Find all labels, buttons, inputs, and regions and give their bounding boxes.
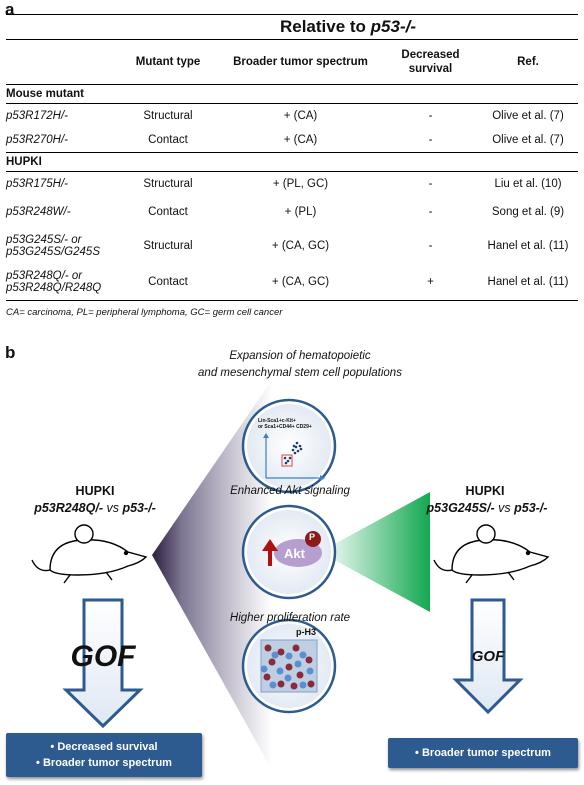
col-broader: Broader tumor spectrum xyxy=(233,56,368,68)
up-arrow-icon xyxy=(268,550,272,566)
expansion-title: Expansion of hematopoietic xyxy=(229,350,371,362)
right-outcome-1: • Broader tumor spectrum xyxy=(415,747,551,759)
gradient-cone xyxy=(152,380,272,770)
panel-b-figure xyxy=(31,380,550,770)
akt-circle xyxy=(241,504,337,600)
left-mouse-icon xyxy=(31,524,148,584)
left-comparison: p53R248Q/- vs p53-/- xyxy=(34,501,156,515)
panel-a-letter: a xyxy=(5,0,15,19)
ph3-label: p-H3 xyxy=(296,627,316,637)
col-ref: Ref. xyxy=(517,56,539,68)
mutant-table: Relative to p53-/- Mutant type Broader t… xyxy=(6,14,578,301)
section-mouse: Mouse mutant xyxy=(6,88,84,100)
right-model-title: HUPKI xyxy=(465,484,505,498)
expansion-title-line2: and mesenchymal stem cell populations xyxy=(198,367,402,379)
table-row: p53R175H/-Structural+ (PL, GC)-Liu et al… xyxy=(6,178,562,190)
table-row: p53R248W/-Contact+ (PL)-Song et al. (9) xyxy=(6,206,565,218)
akt-label: Akt xyxy=(284,546,305,561)
left-outcome-box: • Decreased survival • Broader tumor spe… xyxy=(6,733,202,777)
section-hupki: HUPKI xyxy=(6,156,42,168)
green-triangle xyxy=(320,492,430,612)
right-mouse-icon xyxy=(433,524,550,584)
left-outcome-2: • Broader tumor spectrum xyxy=(36,757,172,769)
table-row: p53R270H/-Contact+ (CA)-Olive et al. (7) xyxy=(6,134,564,146)
table-footnote: CA= carcinoma, PL= peripheral lymphoma, … xyxy=(6,307,283,318)
proliferation-circle xyxy=(241,618,337,714)
right-gof-label: GOF xyxy=(471,648,505,665)
left-outcome-1: • Decreased survival xyxy=(50,741,158,753)
right-outcome-box: • Broader tumor spectrum xyxy=(388,738,578,768)
phospho-circle xyxy=(305,531,321,547)
col-mutant-type: Mutant type xyxy=(135,56,201,68)
right-down-arrow-icon xyxy=(452,598,524,715)
proliferation-title: Higher proliferation rate xyxy=(229,612,351,624)
left-down-arrow-icon xyxy=(62,598,144,729)
panel-b-letter: b xyxy=(5,343,16,362)
left-gof-label: GOF xyxy=(70,640,136,673)
akt-title: Enhanced Akt signaling xyxy=(230,485,350,497)
table-row: p53R172H/-Structural+ (CA)-Olive et al. … xyxy=(6,110,564,122)
flow-label: Lin-Sca1+c-Kit+ or Sca1+CD44+ CD29+ xyxy=(258,418,312,430)
left-model-title: HUPKI xyxy=(75,484,115,498)
right-comparison: p53G245S/- vs p53-/- xyxy=(426,501,548,515)
phospho-label: P xyxy=(309,532,316,542)
relative-header: Relative to p53-/- xyxy=(279,17,417,36)
stem-cell-circle xyxy=(241,398,337,494)
